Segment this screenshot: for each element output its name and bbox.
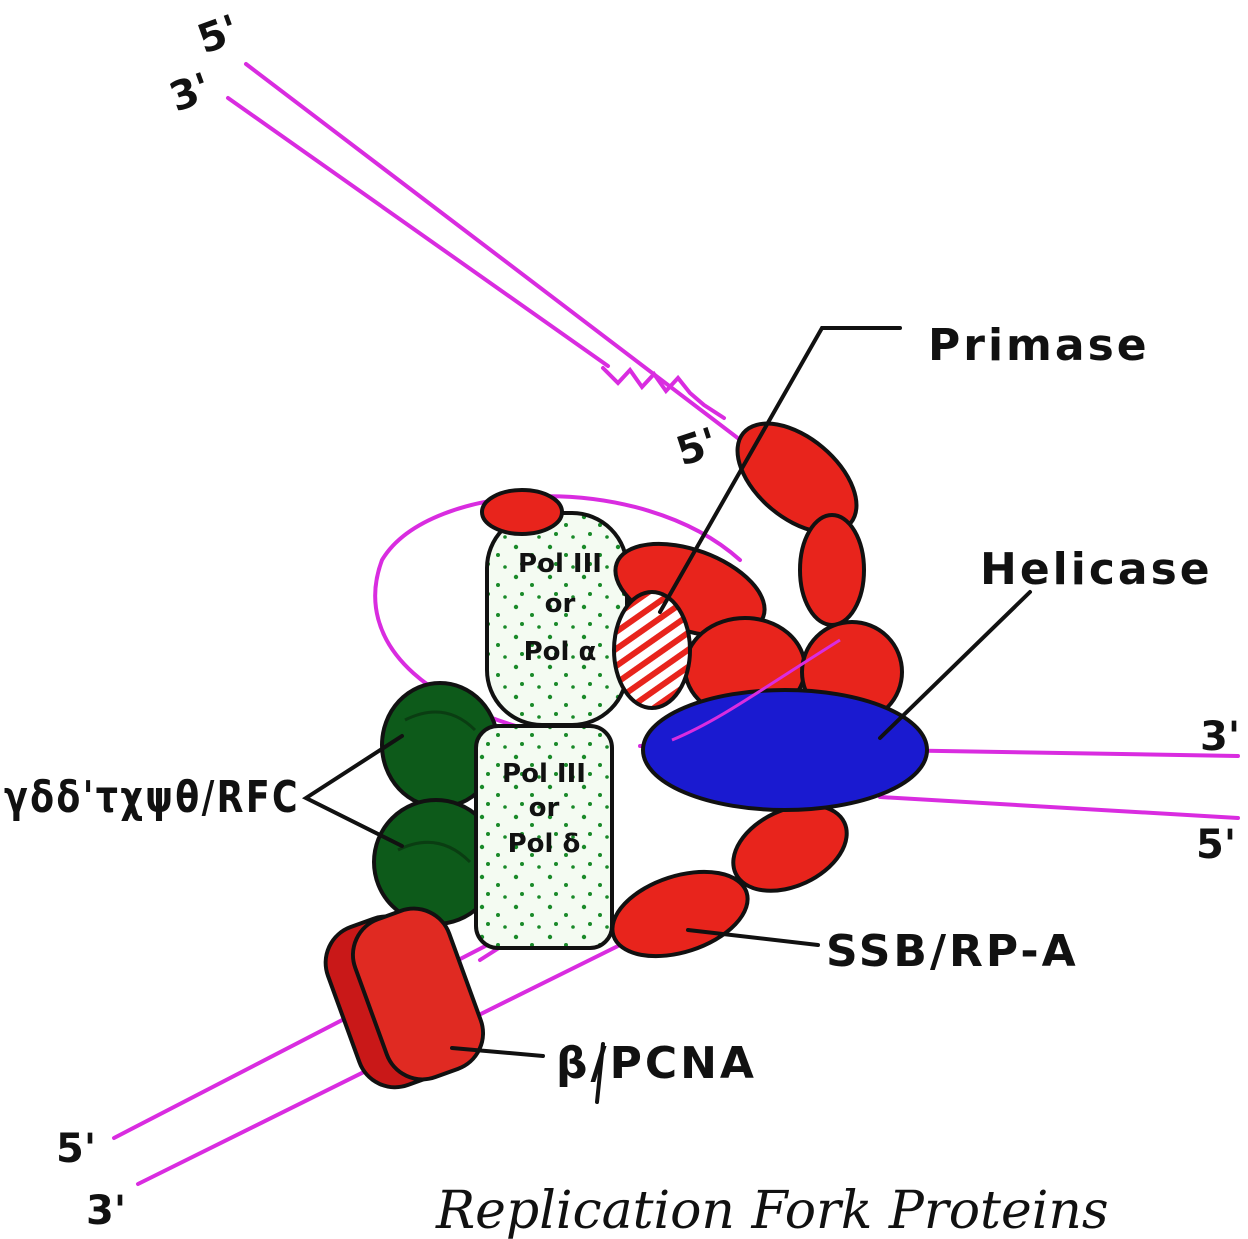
primase-label: Primase (928, 320, 1150, 371)
diagram-title: Replication Fork Proteins (435, 1181, 1109, 1239)
top-5-label: 5' (192, 6, 245, 63)
ssb-label: SSB/RP-A (826, 926, 1079, 977)
pol-bottom-line2: or (529, 793, 560, 823)
clamp-loader-label: γδδ'τχψθ/RFC (4, 772, 300, 823)
template-strand-right-5 (880, 797, 1238, 818)
helicase-label: Helicase (980, 544, 1213, 595)
ssb-top-2 (800, 515, 864, 625)
pol-top-line3: Pol α (524, 637, 597, 667)
primer-5-label: 5' (671, 419, 723, 475)
lagging-strand-top (228, 98, 608, 366)
rna-primer (603, 368, 724, 418)
right-3-label: 3' (1200, 714, 1240, 760)
top-3-label: 3' (164, 64, 217, 121)
sliding-clamp (315, 898, 494, 1098)
bottom-3-label: 3' (86, 1188, 126, 1234)
pol-cap (482, 490, 562, 534)
helicase (643, 690, 927, 810)
pol-bottom-line3: Pol δ (508, 829, 581, 859)
polymerase-top (487, 513, 627, 725)
pol-bottom-line1: Pol III (502, 759, 586, 789)
pol-top-line2: or (545, 589, 576, 619)
clamp-label: β/PCNA (556, 1038, 757, 1089)
pol-top-line1: Pol III (518, 549, 602, 579)
right-5-label: 5' (1196, 822, 1236, 868)
primase (614, 592, 690, 708)
bottom-5-label: 5' (56, 1126, 96, 1172)
